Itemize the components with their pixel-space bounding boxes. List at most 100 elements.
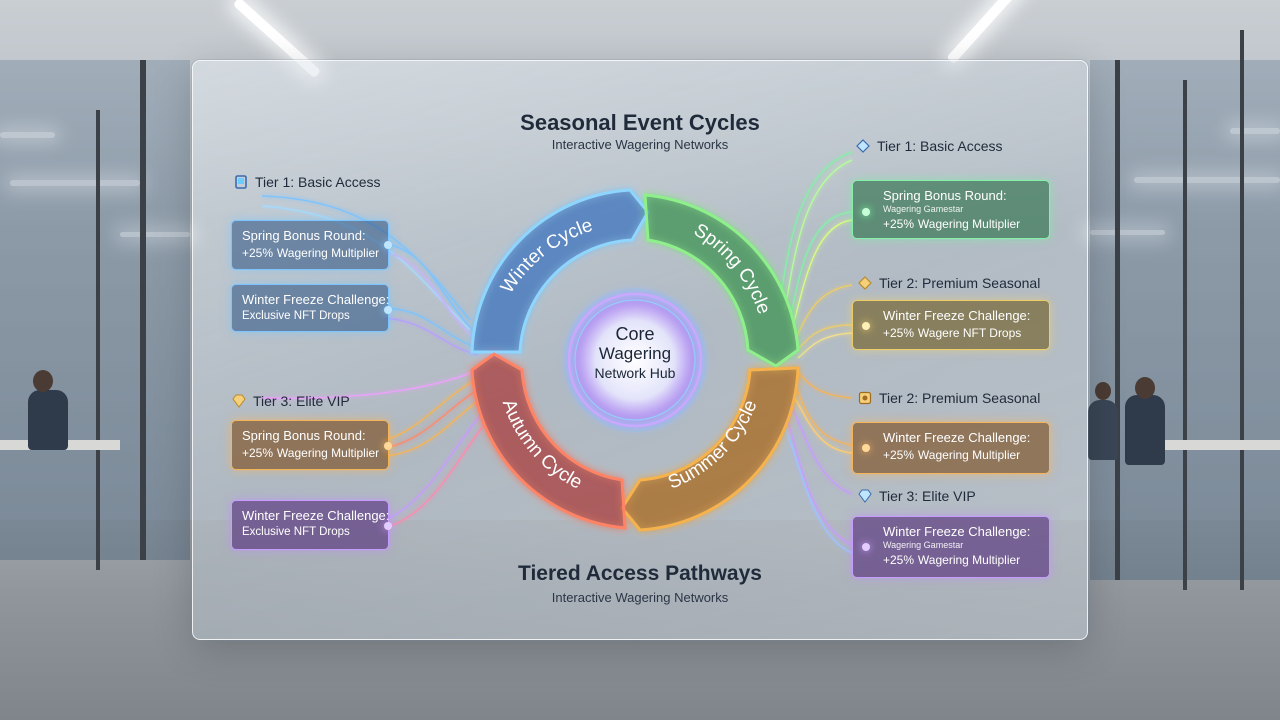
card-subtext: Wagering Gamestar — [883, 204, 964, 214]
card-title: Spring Bonus Round: — [883, 188, 1007, 203]
summer-cycle-arrow — [620, 366, 800, 532]
link-line — [789, 211, 853, 321]
hub-label: Core Wagering Network Hub — [575, 324, 695, 382]
right-tier3-text: Tier 3: Elite VIP — [879, 488, 976, 504]
card-title: Winter Freeze Challenge: — [883, 308, 1031, 323]
card-bullet — [862, 543, 870, 551]
link-line — [785, 414, 853, 546]
badge-icon — [858, 391, 872, 405]
card-percent: +25% — [242, 446, 274, 460]
right-tier1-text: Tier 1: Basic Access — [877, 138, 1003, 154]
card-detail: Wagere NFT Drops — [917, 326, 1022, 340]
left-tier3-text: Tier 3: Elite VIP — [253, 393, 350, 409]
person-head — [1095, 382, 1111, 400]
autumn-cycle-arrow — [470, 352, 627, 530]
card-percent: +25% — [242, 246, 274, 260]
link-line — [796, 371, 853, 399]
link-line — [261, 195, 471, 321]
link-line — [384, 377, 479, 441]
card-title: Winter Freeze Challenge: — [883, 524, 1031, 539]
link-line — [384, 251, 479, 343]
winter-cycle-arrow — [470, 188, 650, 354]
right-tier2b-text: Tier 2: Premium Seasonal — [879, 390, 1041, 406]
cube-icon — [856, 139, 870, 153]
connector-dot — [384, 522, 392, 530]
right-tier1-label: Tier 1: Basic Access — [856, 138, 1003, 154]
link-line — [384, 317, 479, 356]
diamond-icon — [232, 394, 246, 408]
window-frame — [140, 60, 146, 560]
link-line — [384, 387, 481, 449]
link-line — [783, 424, 853, 554]
hub-line-1: Core — [615, 324, 655, 344]
right-tier3-label: Tier 3: Elite VIP — [858, 488, 976, 504]
link-line — [789, 404, 853, 495]
left-tier1-text: Tier 1: Basic Access — [255, 174, 381, 190]
link-line — [797, 332, 853, 359]
right-tier2b-label: Tier 2: Premium Seasonal — [858, 390, 1040, 406]
hub-ring — [567, 292, 703, 428]
left-card-3[interactable]: Spring Bonus Round: +25% Wagering Multip… — [231, 420, 389, 470]
window-frame — [1183, 80, 1187, 590]
card-detail: Exclusive NFT Drops — [242, 310, 350, 322]
right-card-4[interactable]: Winter Freeze Challenge: Wagering Gamest… — [852, 516, 1050, 578]
diamond-icon — [858, 489, 872, 503]
card-title: Winter Freeze Challenge: — [242, 508, 390, 523]
header-title: Seasonal Event Cycles — [520, 110, 760, 135]
card-percent: +25% — [883, 217, 915, 231]
left-card-1[interactable]: Spring Bonus Round: +25% Wagering Multip… — [231, 220, 389, 270]
header-subtitle: Interactive Wagering Networks — [551, 137, 729, 152]
person — [1088, 400, 1118, 460]
hub-glow — [563, 288, 707, 432]
link-line — [794, 284, 853, 341]
card-percent: +25% — [883, 448, 915, 462]
card-percent: +25% — [883, 553, 915, 567]
person-head — [1135, 377, 1155, 399]
spring-cycle-arrow — [643, 193, 800, 368]
hub-line-2: Wagering — [598, 344, 672, 363]
window-frame — [1240, 30, 1244, 590]
window-frame — [96, 110, 100, 570]
card-percent: +25% — [883, 326, 915, 340]
right-card-2[interactable]: Winter Freeze Challenge: +25% Wagere NFT… — [852, 300, 1050, 350]
link-line — [784, 159, 853, 311]
card-bullet — [862, 208, 870, 216]
link-line — [792, 394, 853, 454]
card-detail: Exclusive NFT Drops — [242, 526, 350, 538]
card-title: Winter Freeze Challenge: — [883, 430, 1031, 445]
card-detail: Wagering Multiplier — [276, 446, 380, 460]
connector-dot — [384, 306, 392, 314]
card-title: Spring Bonus Round: — [242, 228, 366, 243]
card-title: Winter Freeze Challenge: — [242, 292, 390, 307]
card-bullet — [862, 444, 870, 452]
card-detail: Wagering Multiplier — [917, 217, 1021, 231]
link-line — [384, 419, 489, 529]
card-detail: Wagering Multiplier — [917, 448, 1021, 462]
device-icon — [235, 175, 247, 189]
card-title: Spring Bonus Round: — [242, 428, 366, 443]
left-card-2[interactable]: Winter Freeze Challenge: Exclusive NFT D… — [231, 284, 389, 332]
card-detail: Wagering Multiplier — [917, 553, 1021, 567]
connector-dot — [384, 442, 392, 450]
link-line — [779, 151, 853, 301]
right-tier2a-text: Tier 2: Premium Seasonal — [879, 275, 1041, 291]
left-card-4[interactable]: Winter Freeze Challenge: Exclusive NFT D… — [231, 500, 389, 550]
link-line — [261, 205, 471, 331]
link-line — [791, 219, 853, 331]
card-detail: Wagering Multiplier — [276, 246, 380, 260]
right-card-3[interactable]: Winter Freeze Challenge: +25% Wagering M… — [852, 422, 1050, 474]
link-line — [794, 384, 853, 446]
link-line — [384, 409, 486, 521]
person-head — [33, 370, 53, 392]
connector-dot — [384, 241, 392, 249]
right-card-1[interactable]: Spring Bonus Round: Wagering Gamestar +2… — [852, 180, 1050, 239]
hub-line-3: Network Hub — [594, 365, 676, 381]
person — [28, 390, 68, 450]
link-line — [384, 397, 483, 457]
footer-subtitle: Interactive Wagering Networks — [551, 590, 729, 605]
link-line — [261, 369, 479, 399]
left-tier1-label: Tier 1: Basic Access — [234, 174, 381, 190]
right-tier2a-label: Tier 2: Premium Seasonal — [858, 275, 1040, 291]
link-line — [796, 324, 853, 351]
